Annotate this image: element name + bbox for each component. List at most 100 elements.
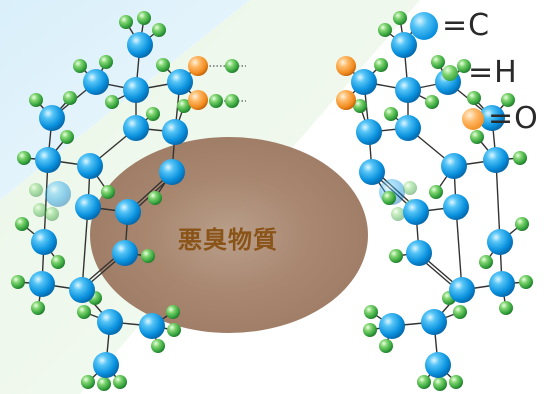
- hydrogen-atom: [141, 249, 155, 263]
- hydrogen-atom: [166, 305, 180, 319]
- carbon-atom: [487, 229, 513, 255]
- hydrogen-atom: [429, 185, 443, 199]
- hydrogen-atom: [29, 183, 43, 197]
- hydrogen-atom: [45, 207, 59, 221]
- hydrogen-atom: [467, 91, 481, 105]
- hydrogen-atom: [29, 93, 43, 107]
- hydrogen-atom: [470, 130, 484, 144]
- oxygen-legend-icon: [462, 108, 484, 130]
- hydrogen-atom: [393, 11, 407, 25]
- hydrogen-atom: [449, 375, 463, 389]
- carbon-atom: [83, 69, 109, 95]
- hydrogen-atom: [384, 107, 398, 121]
- legend-hydrogen-label: =H: [468, 55, 518, 90]
- hydrogen-atom: [99, 55, 113, 69]
- hydrogen-atom: [156, 58, 170, 72]
- carbon-atom: [483, 147, 509, 173]
- hydrogen-atom: [433, 377, 447, 391]
- hydrogen-atom: [177, 99, 191, 113]
- carbon-atom: [127, 32, 153, 58]
- hydrogen-atom: [364, 305, 378, 319]
- hydrogen-atom: [101, 185, 115, 199]
- carbon-atom: [489, 271, 515, 297]
- hydrogen-atom: [353, 99, 367, 113]
- legend-carbon: =C: [410, 11, 490, 41]
- carbon-atom: [395, 115, 421, 141]
- carbon-atom: [39, 105, 65, 131]
- carbon-atom: [403, 199, 429, 225]
- bond: [455, 206, 463, 291]
- carbon-atom: [379, 313, 405, 339]
- hydrogen-atom: [431, 55, 445, 69]
- hydrogen-atom: [119, 15, 133, 29]
- hydrogen-atom: [73, 59, 87, 73]
- hydrogen-atom: [479, 255, 493, 269]
- carbon-atom: [441, 153, 467, 179]
- hydrogen-atom: [378, 23, 392, 37]
- carbon-atom: [45, 181, 71, 207]
- carbon-atom: [395, 77, 421, 103]
- bond: [43, 159, 49, 243]
- hydrogen-atom: [417, 375, 431, 389]
- carbon-atom: [391, 32, 417, 58]
- hydrogen-atom: [225, 59, 239, 73]
- carbon-atom: [115, 199, 141, 225]
- hydrogen-atom: [519, 275, 533, 289]
- bond: [81, 206, 89, 291]
- carbon-atom: [112, 240, 138, 266]
- legend-oxygen: =O: [462, 104, 539, 134]
- hydrogen-atom: [515, 217, 529, 231]
- carbon-atom: [421, 309, 447, 335]
- carbon-atom: [406, 240, 432, 266]
- carbon-atom: [77, 153, 103, 179]
- hydrogen-atom: [453, 305, 467, 319]
- carbon-atom: [69, 277, 95, 303]
- hydrogen-atom: [379, 339, 393, 353]
- hydrogen-atom: [403, 181, 417, 195]
- hydrogen-atom: [499, 301, 513, 315]
- substance-label: 悪臭物質: [178, 226, 278, 254]
- hydrogen-atom: [63, 91, 77, 105]
- hydrogen-atom: [225, 94, 239, 108]
- hydrogen-atom: [152, 23, 166, 37]
- carbon-legend-icon: [410, 12, 438, 40]
- hydrogen-atom: [113, 375, 127, 389]
- hydrogen-atom: [457, 59, 471, 73]
- hydrogen-atom: [148, 191, 162, 205]
- hydrogen-legend-icon: [442, 65, 458, 81]
- bond: [495, 159, 501, 243]
- hydrogen-atom: [146, 107, 160, 121]
- carbon-atom: [162, 119, 188, 145]
- carbon-atom: [449, 277, 475, 303]
- hydrogen-atom: [382, 191, 396, 205]
- carbon-atom: [351, 69, 377, 95]
- legend-hydrogen: =H: [442, 58, 518, 88]
- oxygen-atom: [188, 56, 208, 76]
- hydrogen-atom: [81, 375, 95, 389]
- hydrogen-atom: [77, 305, 91, 319]
- carbon-atom: [167, 69, 193, 95]
- hydrogen-atom: [363, 323, 377, 337]
- carbon-atom: [123, 77, 149, 103]
- hydrogen-atom: [33, 203, 47, 217]
- carbon-atom: [425, 352, 451, 378]
- carbon-atom: [35, 147, 61, 173]
- hydrogen-atom: [209, 94, 223, 108]
- carbon-atom: [31, 229, 57, 255]
- hydrogen-atom: [17, 151, 31, 165]
- carbon-atom: [29, 271, 55, 297]
- carbon-atom: [75, 194, 101, 220]
- hydrogen-atom: [167, 323, 181, 337]
- carbon-atom: [93, 352, 119, 378]
- carbon-atom: [159, 159, 185, 185]
- legend-carbon-label: =C: [442, 8, 491, 43]
- carbon-atom: [97, 309, 123, 335]
- hydrogen-atom: [31, 301, 45, 315]
- carbon-atom: [443, 194, 469, 220]
- hydrogen-atom: [151, 339, 165, 353]
- hydrogen-atom: [15, 217, 29, 231]
- hydrogen-atom: [374, 58, 388, 72]
- legend-oxygen-label: =O: [488, 101, 539, 136]
- hydrogen-atom: [501, 93, 515, 107]
- hydrogen-atom: [513, 151, 527, 165]
